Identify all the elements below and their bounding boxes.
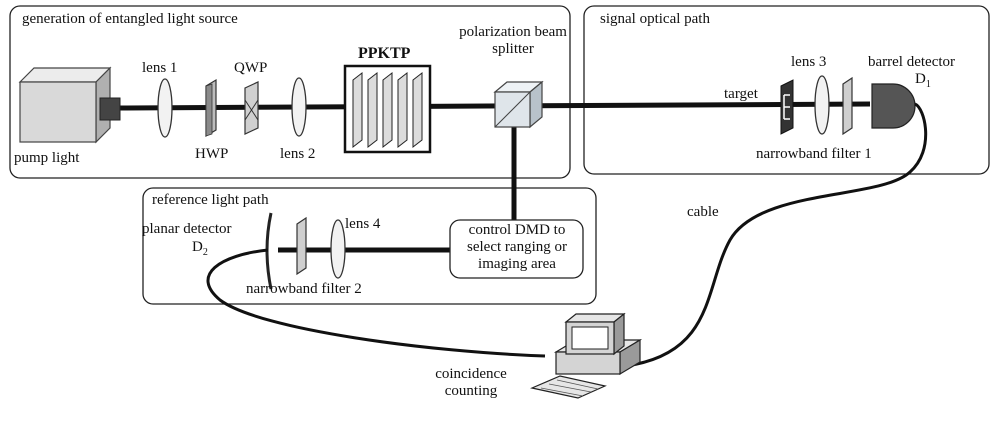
target-label: target (724, 86, 758, 102)
dmd-box (449, 219, 584, 279)
ppktp-crystal (343, 64, 432, 154)
barrel-detector-label: barrel detector (868, 54, 956, 70)
cable-d2 (206, 248, 546, 358)
ppktp-label: PPKTP (358, 45, 411, 62)
lens3-shape (814, 75, 830, 135)
lens4-label: lens 4 (345, 216, 381, 232)
d1-main: D (915, 71, 926, 87)
pump-light-label: pump light (14, 150, 80, 166)
reference-panel-box (142, 187, 597, 305)
filter1-label: narrowband filter 1 (756, 146, 872, 162)
source-panel-box (9, 5, 571, 179)
filter2-label: narrowband filter 2 (246, 281, 362, 297)
pump-laser (18, 66, 121, 144)
filter2-shape (296, 216, 307, 276)
d1-label: D1 (915, 71, 931, 93)
hwp-face (205, 83, 213, 137)
barrel-detector-shape (871, 83, 916, 129)
lens1-label: lens 1 (142, 60, 178, 76)
qwp-shape (244, 81, 259, 135)
d2-main: D (192, 239, 203, 255)
cable-d1 (631, 102, 928, 367)
computer-icon (530, 312, 643, 399)
cable-label: cable (687, 204, 719, 220)
target-shape (780, 79, 794, 135)
signal-panel-box (583, 5, 990, 175)
main-beam (117, 101, 871, 111)
qwp-label: QWP (234, 60, 268, 76)
filter1-shape (842, 76, 853, 136)
pbs-cube (493, 80, 544, 129)
lens1-shape (157, 78, 173, 138)
reference-panel-title: reference light path (152, 192, 269, 208)
source-panel-title: generation of entangled light source (22, 11, 238, 27)
lens2-shape (291, 77, 307, 137)
d2-sub: 2 (202, 247, 208, 258)
signal-panel-title: signal optical path (600, 11, 710, 27)
coincidence-counting-label: coincidence counting (435, 366, 507, 399)
lens2-label: lens 2 (280, 146, 316, 162)
hwp-label: HWP (195, 146, 229, 162)
planar-detector-label: planar detector (142, 221, 232, 237)
d2-label: D2 (192, 239, 208, 261)
d1-sub: 1 (925, 79, 931, 90)
dmd-label: control DMD to select ranging or imaging… (467, 222, 567, 272)
pbs-label: polarization beam splitter (459, 24, 567, 57)
lens4-shape (330, 219, 346, 279)
lens3-label: lens 3 (791, 54, 827, 70)
